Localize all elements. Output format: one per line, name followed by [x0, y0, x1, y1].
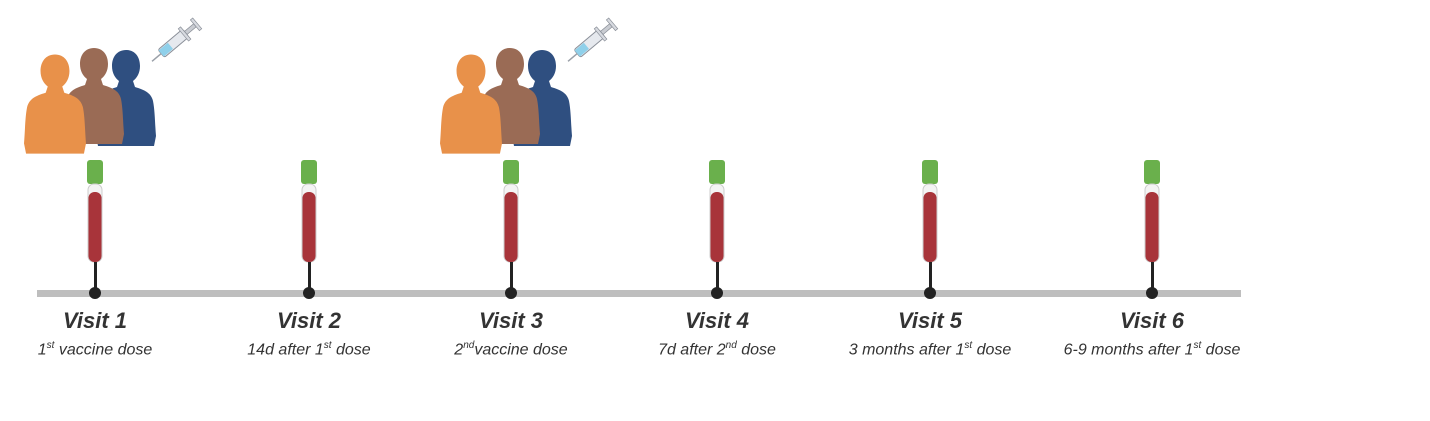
participants-icon	[438, 44, 578, 154]
timeline-dot	[1146, 287, 1158, 299]
blood-tube-icon	[503, 160, 519, 263]
visit-title: Visit 6	[1120, 308, 1184, 333]
timeline-dot	[303, 287, 315, 299]
syringe-icon	[143, 12, 208, 72]
timeline-dot	[711, 287, 723, 299]
blood-tube-icon	[87, 160, 103, 263]
visit-description: 3 months after 1st dose	[848, 340, 1012, 359]
visit-title: Visit 1	[63, 308, 127, 333]
visit-title: Visit 4	[685, 308, 749, 333]
visit-description: 6-9 months after 1st dose	[1063, 340, 1241, 359]
timeline-dot	[505, 287, 517, 299]
tube-stem	[1151, 262, 1154, 292]
visit-title: Visit 5	[898, 308, 962, 333]
syringe-icon	[559, 12, 624, 72]
participants-icon	[22, 44, 162, 154]
tube-stem	[716, 262, 719, 292]
blood-tube-icon	[1144, 160, 1160, 263]
visit-title: Visit 3	[479, 308, 543, 333]
tube-stem	[510, 262, 513, 292]
tube-stem	[308, 262, 311, 292]
visit-description: 1st vaccine dose	[37, 340, 153, 359]
timeline-dot	[89, 287, 101, 299]
visit-description: 14d after 1st dose	[247, 340, 371, 359]
timeline-axis	[37, 290, 1241, 297]
visit-description: 7d after 2nd dose	[658, 340, 776, 359]
blood-tube-icon	[301, 160, 317, 263]
visit-title: Visit 2	[277, 308, 341, 333]
visit-description: 2ndvaccine dose	[454, 340, 568, 359]
timeline-dot	[924, 287, 936, 299]
tube-stem	[929, 262, 932, 292]
tube-stem	[94, 262, 97, 292]
blood-tube-icon	[922, 160, 938, 263]
blood-tube-icon	[709, 160, 725, 263]
